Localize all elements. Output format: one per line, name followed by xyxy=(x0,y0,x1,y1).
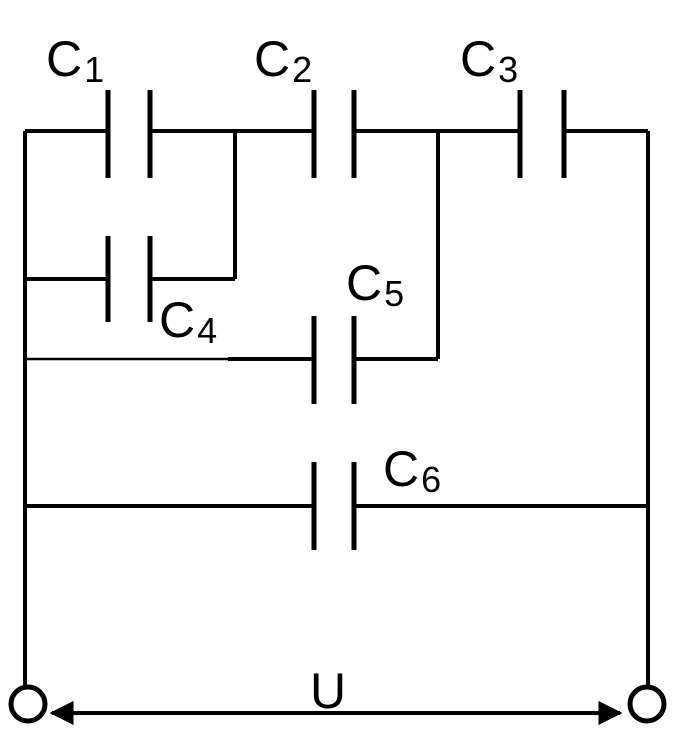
c6-branch xyxy=(25,462,648,550)
c6-label: C6 xyxy=(383,441,441,500)
c1-label: C1 xyxy=(46,31,104,90)
c2-label: C2 xyxy=(254,31,312,90)
top-branch xyxy=(25,90,648,178)
c3-label: C3 xyxy=(460,31,518,90)
c5-branch xyxy=(25,131,440,404)
c5-label: C5 xyxy=(346,255,404,314)
c4-branch xyxy=(25,131,237,322)
voltage-label: U xyxy=(310,663,346,719)
c4-label: C4 xyxy=(159,292,217,351)
right-terminal xyxy=(627,684,667,724)
left-terminal xyxy=(8,684,48,724)
